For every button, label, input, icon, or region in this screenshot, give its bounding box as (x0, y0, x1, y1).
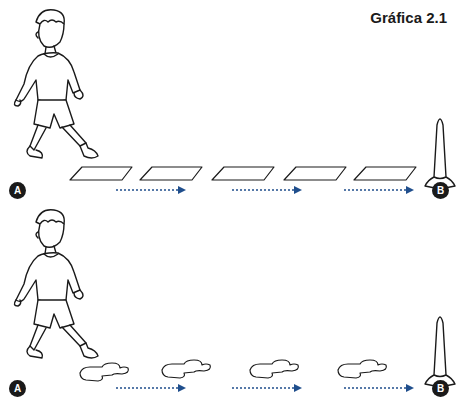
point-marker: B (432, 182, 449, 199)
point-letter: A (14, 186, 21, 196)
point-letter: A (14, 384, 21, 394)
point-letter: B (437, 186, 444, 196)
point-marker: B (432, 380, 449, 397)
point-marker: A (9, 182, 26, 199)
point-marker: A (9, 380, 26, 397)
point-letter: B (437, 384, 444, 394)
figure-title: Gráfica 2.1 (370, 9, 447, 26)
